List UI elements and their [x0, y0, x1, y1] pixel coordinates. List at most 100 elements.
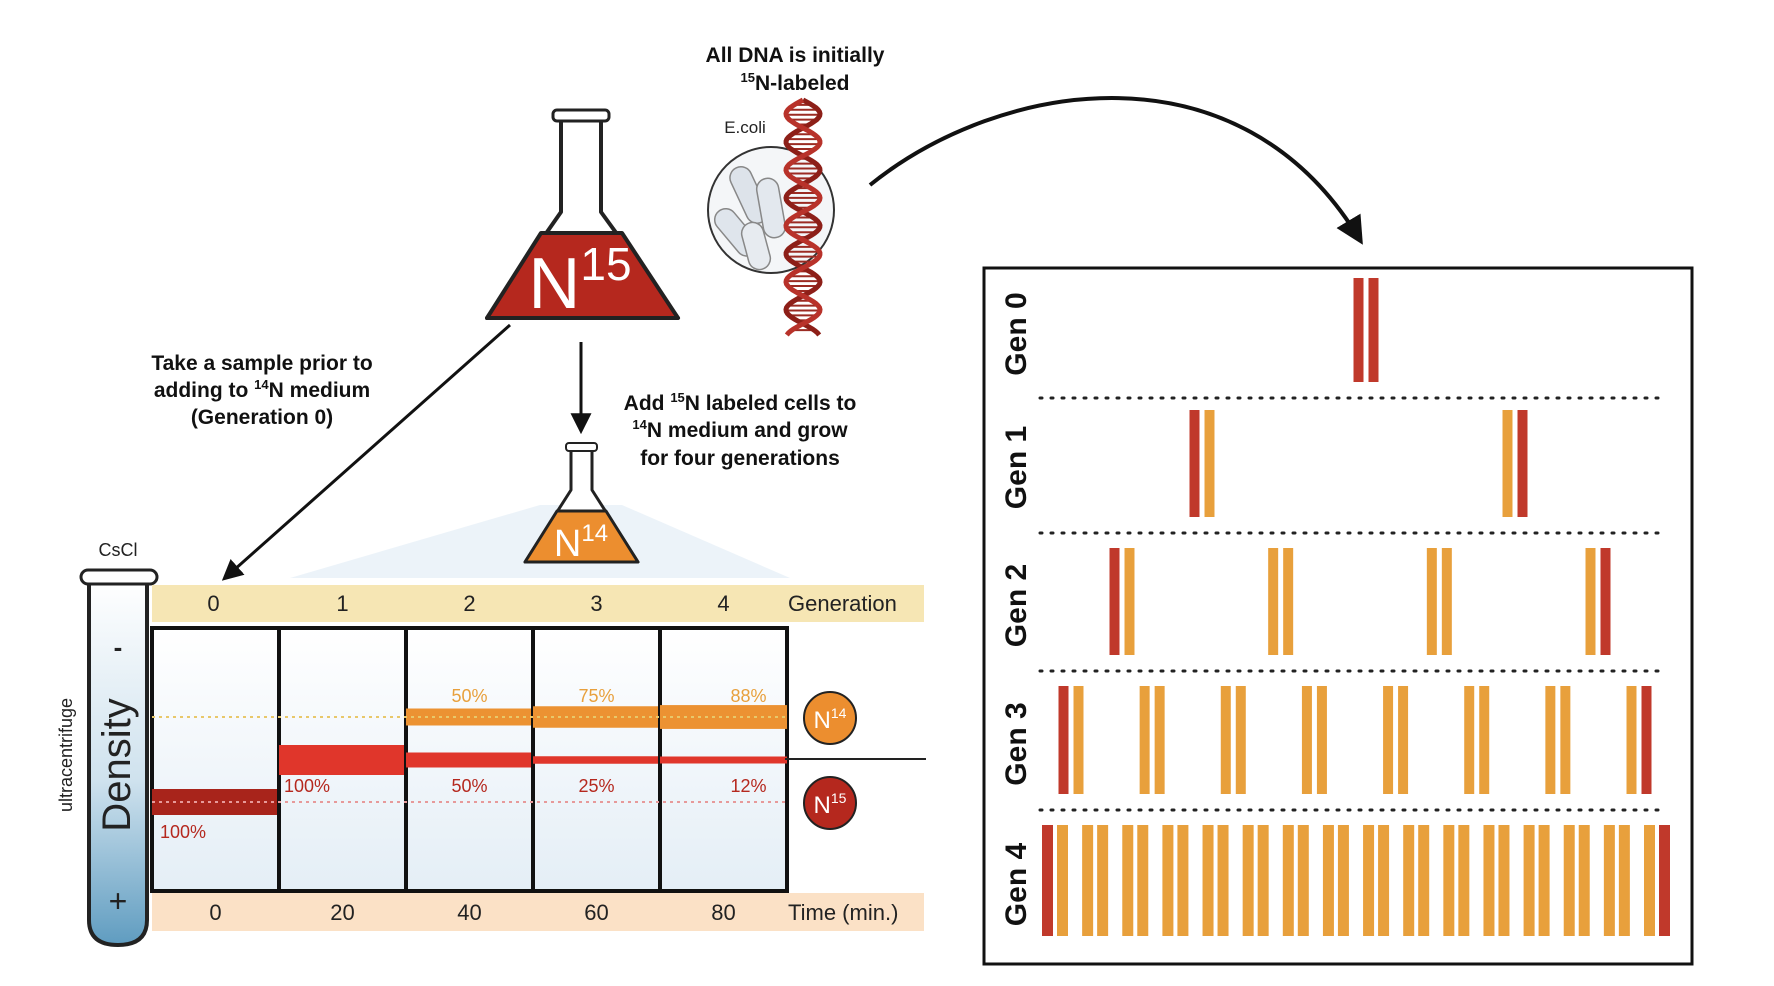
light-strand [1337, 825, 1349, 936]
center-note-line3: for four generations [640, 447, 840, 470]
light-strand [1363, 825, 1375, 936]
heavy-strand [1058, 686, 1069, 794]
legend-n14: N14 [803, 691, 857, 745]
centrifuge-tube: CsCl - + Density ultracentrifuge [56, 540, 159, 948]
ultracentrifuge-label: ultracentrifuge [56, 698, 76, 812]
heavy-strand [1517, 410, 1528, 517]
time-value: 20 [330, 900, 354, 925]
light-strand [1483, 825, 1495, 936]
light-strand [1082, 825, 1094, 936]
generation-number: 0 [207, 591, 219, 616]
heavy-strand [1109, 548, 1120, 655]
generation-strip [152, 585, 924, 622]
left-note-line2: adding to 14N medium [154, 377, 370, 402]
heavy-strand [1353, 278, 1364, 382]
heavy-strand [1600, 548, 1611, 655]
light-strand [1578, 825, 1590, 936]
flask-n15-label: N15 [528, 238, 631, 324]
light-strand [1202, 825, 1214, 936]
center-note-line2: 14N medium and grow [632, 417, 848, 442]
light-strand [1177, 825, 1189, 936]
light-strand [1242, 825, 1254, 936]
heavy-strand [1659, 825, 1670, 936]
generation-label: Generation [788, 591, 897, 616]
time-label: Time (min.) [788, 900, 898, 925]
light-strand [1426, 548, 1437, 655]
curved-arrow [868, 96, 1363, 245]
bacterium-icon [740, 221, 772, 271]
light-strand [1204, 410, 1215, 517]
light-strand [1443, 825, 1455, 936]
gen-row-label: Gen 1 [1000, 426, 1033, 509]
light-strand [1235, 686, 1246, 794]
top-note-line2: 15N-labeled [741, 70, 850, 95]
legend-n14-label: N14 [814, 705, 847, 734]
light-strand [1626, 686, 1637, 794]
light-strand [1057, 825, 1068, 936]
heavy-strand [1641, 686, 1652, 794]
light-strand [1137, 825, 1149, 936]
light-strand [1122, 825, 1134, 936]
center-note: Add 15N labeled cells to 14N medium and … [624, 390, 857, 470]
light-percent: 50% [451, 686, 487, 706]
heavy-percent: 100% [284, 776, 330, 796]
helix-strand [783, 97, 823, 337]
top-note-line1: All DNA is initially [706, 44, 885, 67]
light-strand [1398, 686, 1409, 794]
tube-minus: - [114, 632, 123, 662]
time-value: 40 [457, 900, 481, 925]
light-strand [1124, 548, 1135, 655]
light-strand [1220, 686, 1231, 794]
generation-number: 3 [590, 591, 602, 616]
heavy-percent: 12% [730, 776, 766, 796]
light-strand [1498, 825, 1510, 936]
light-strand [1479, 686, 1490, 794]
light-strand [1297, 825, 1309, 936]
legend-n15-label: N15 [814, 790, 847, 819]
light-strand [1097, 825, 1109, 936]
density-label: Density [95, 698, 139, 831]
light-strand [1502, 410, 1513, 517]
light-strand [1217, 825, 1229, 936]
light-strand [1545, 686, 1556, 794]
gen-row-label: Gen 3 [1000, 702, 1033, 785]
top-note: All DNA is initially 15N-labeled [706, 44, 885, 95]
light-strand [1523, 825, 1535, 936]
light-strand [1418, 825, 1430, 936]
light-strand [1322, 825, 1334, 936]
light-strand [1403, 825, 1415, 936]
time-value: 80 [711, 900, 735, 925]
gen-row-label: Gen 4 [1000, 843, 1033, 927]
left-note-line1: Take a sample prior to [151, 352, 372, 375]
light-strand [1073, 686, 1084, 794]
light-percent: 75% [578, 686, 614, 706]
heavy-strand [1189, 410, 1200, 517]
light-strand [1538, 825, 1550, 936]
ecoli-label: E.coli [724, 118, 766, 137]
heavy-percent: 100% [160, 822, 206, 842]
left-note: Take a sample prior to adding to 14N med… [151, 352, 372, 429]
light-strand [1162, 825, 1174, 936]
light-strand [1563, 825, 1575, 936]
hybrid-band [533, 756, 660, 764]
light-strand [1464, 686, 1475, 794]
center-note-line1: Add 15N labeled cells to [624, 390, 857, 415]
time-value: 0 [209, 900, 221, 925]
cscl-label: CsCl [99, 540, 138, 560]
density-lane [150, 626, 281, 893]
dna-helix-icon [783, 97, 823, 337]
light-band [660, 705, 787, 729]
light-strand [1441, 548, 1452, 655]
light-strand [1603, 825, 1615, 936]
flask-n14-icon: N14 [523, 442, 640, 565]
sample-arrow [221, 323, 511, 581]
light-strand [1618, 825, 1630, 936]
light-band [533, 706, 660, 728]
heavy-percent: 25% [578, 776, 614, 796]
light-strand [1283, 548, 1294, 655]
flask-n15-icon: N15 [485, 108, 680, 324]
flask-n14-label: N14 [554, 520, 608, 565]
light-strand [1154, 686, 1165, 794]
light-strand [1585, 548, 1596, 655]
generation-number: 2 [463, 591, 475, 616]
